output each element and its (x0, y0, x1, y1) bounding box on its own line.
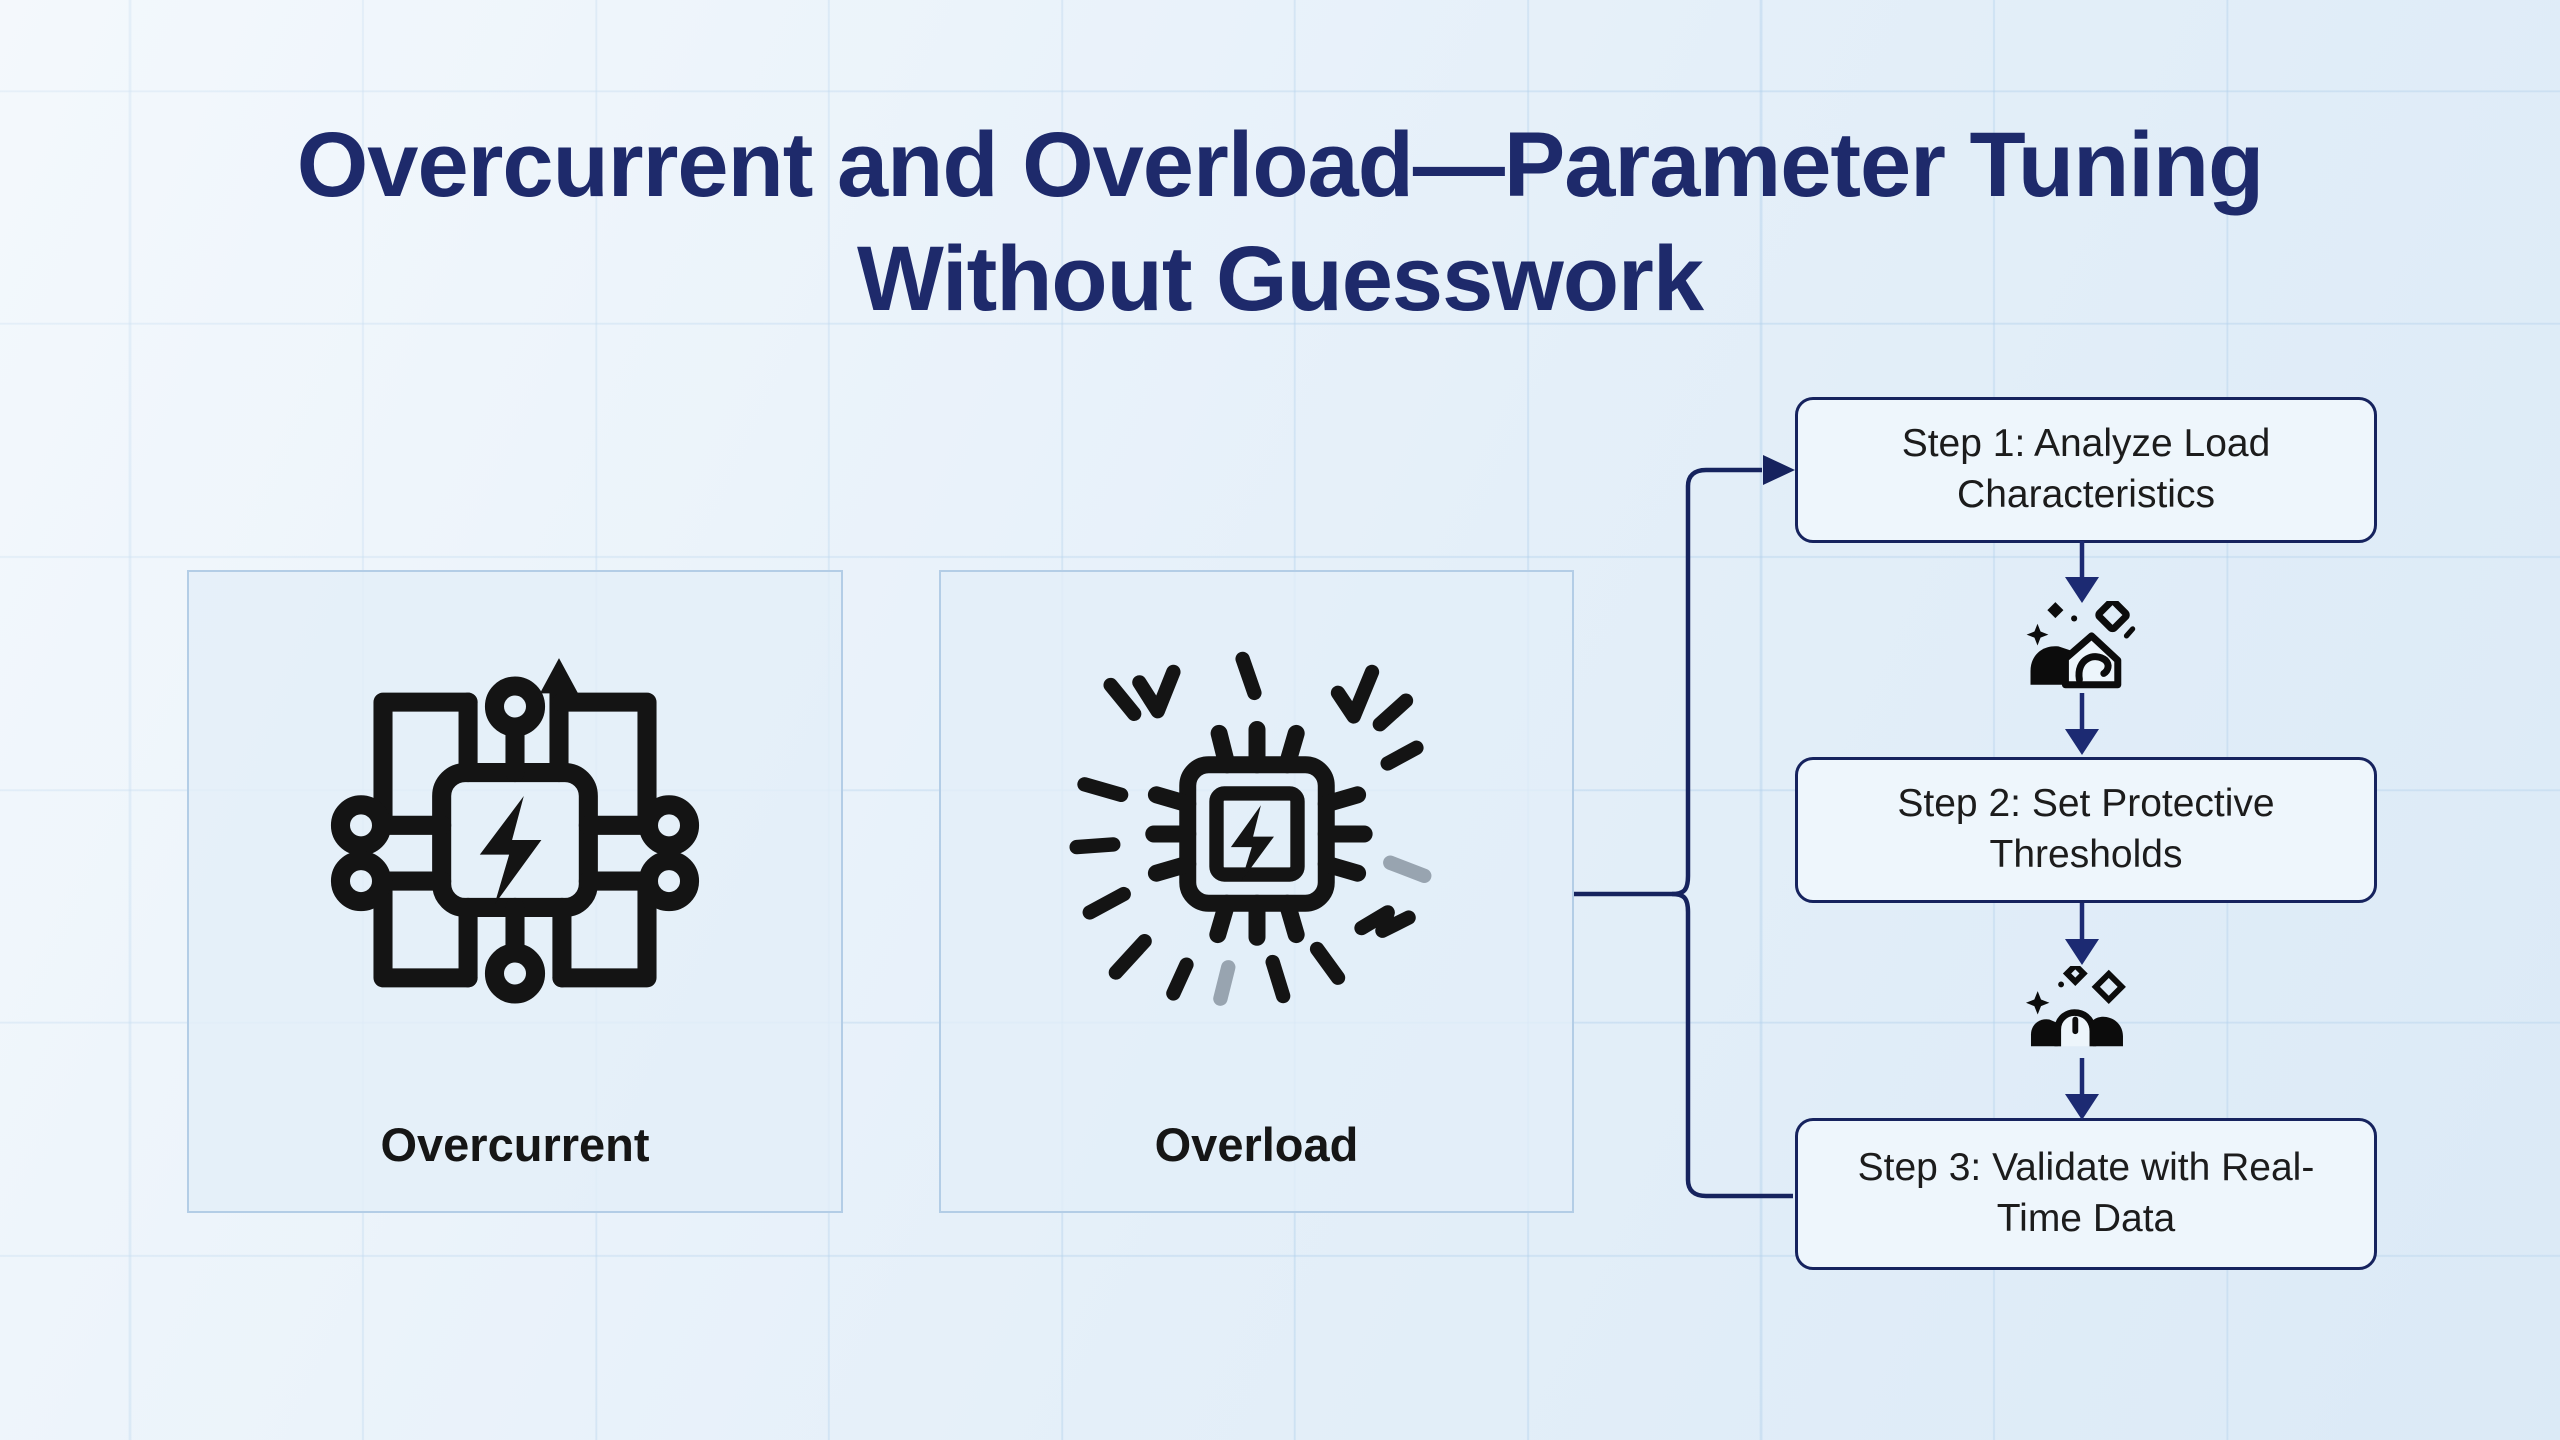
down-arrow-icon (2065, 903, 2099, 965)
up-arrow-icon (539, 658, 579, 694)
overload-card: Overload (939, 570, 1574, 1213)
connector-arrowhead-icon (1763, 455, 1795, 485)
overload-label: Overload (1154, 1118, 1359, 1171)
step-3-box: Step 3: Validate with Real-Time Data (1795, 1118, 2377, 1270)
overload-chip-icon (1068, 651, 1431, 1006)
lightning-bolt-icon (1230, 805, 1274, 882)
overcurrent-circuit-icon (330, 658, 700, 1004)
step-1-box: Step 1: Analyze Load Characteristics (1795, 397, 2377, 543)
down-arrow-icon (2065, 1058, 2099, 1120)
step-1-label: Step 1: Analyze Load Characteristics (1901, 422, 2271, 516)
step-2-box: Step 2: Set Protective Thresholds (1795, 757, 2377, 903)
down-arrow-icon (2065, 541, 2099, 603)
step-3-label: Step 3: Validate with Real-Time Data (1857, 1146, 2315, 1240)
step-2-label: Step 2: Set Protective Thresholds (1897, 782, 2275, 876)
spark-dashes (1068, 651, 1424, 1004)
branch-connector-line (1574, 455, 1795, 1199)
gray-spark-dashes (1212, 855, 1431, 1006)
overcurrent-label: Overcurrent (380, 1118, 650, 1171)
sparkle-hill-icon (2026, 601, 2136, 689)
page-title-text: Overcurrent and Overload—Parameter Tunin… (296, 114, 2265, 331)
page-title: Overcurrent and Overload—Parameter Tunin… (0, 108, 2560, 336)
lightning-bolt-icon (479, 796, 542, 905)
overcurrent-card: Overcurrent (187, 570, 843, 1213)
down-arrow-icon (2065, 693, 2099, 755)
team-sparkles-icon (2025, 966, 2126, 1047)
